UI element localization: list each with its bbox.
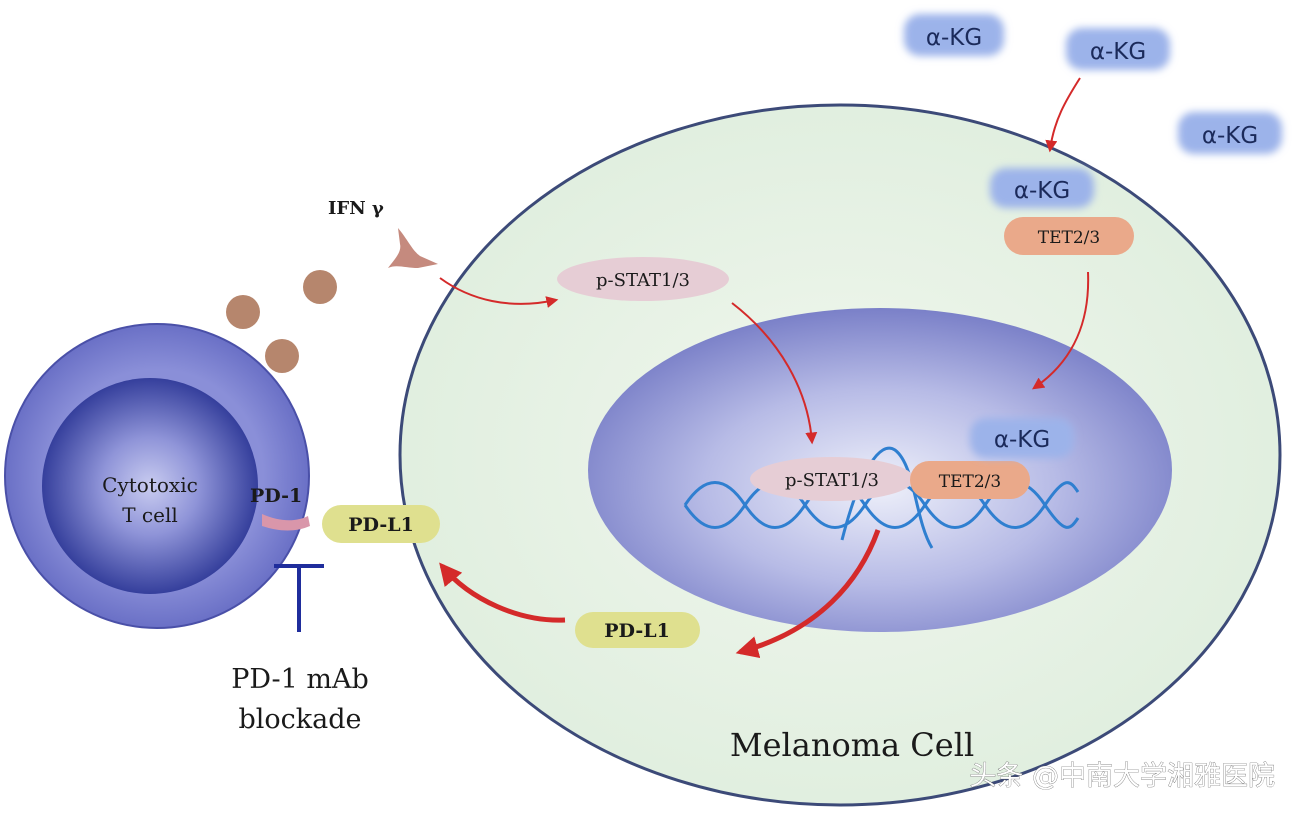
akg-nuc-label: α-KG	[994, 427, 1050, 453]
akg-label: α-KG	[1090, 39, 1146, 65]
arrow-dna-to-pdl1	[735, 529, 881, 659]
arrow-pdl1-to-surface	[439, 562, 566, 623]
akg-label: α-KG	[1202, 123, 1258, 149]
blockade-label-line2: blockade	[238, 704, 361, 735]
p-stat-nuc-label: p-STAT1/3	[785, 470, 879, 491]
t-cell-inner	[42, 378, 258, 594]
ifn-gamma-label: IFN γ	[328, 198, 384, 219]
arrow-ifn-to-pstat	[439, 277, 559, 308]
t-cell-label-line2: T cell	[122, 503, 178, 527]
akg-label: α-KG	[926, 25, 982, 51]
pdl1-surface-label: PD-L1	[348, 514, 414, 536]
arrow-pstat-to-nucleus	[731, 302, 818, 445]
ifn-gamma-dot	[226, 295, 260, 329]
pd1-label: PD-1	[250, 485, 302, 507]
pdl1-surface-pill	[322, 505, 440, 543]
p-stat-cyto-pill	[557, 257, 729, 301]
tet-nuc-label: TET2/3	[939, 472, 1001, 492]
arrow-tet-to-nucleus	[1032, 271, 1090, 390]
pdl1-arrows	[439, 529, 881, 659]
pdl1-cyto-pill	[575, 612, 700, 648]
ifn-gamma-dot	[265, 339, 299, 373]
tet-cyto-label: TET2/3	[1038, 228, 1100, 248]
blockade-inhibition-icon	[274, 564, 324, 632]
pd1-receptor-icon	[262, 514, 310, 531]
melanoma-cell-label: Melanoma Cell	[730, 726, 974, 764]
akg-label: α-KG	[1014, 178, 1070, 204]
tet-nuc-pill	[910, 461, 1030, 499]
arrow-akg-in	[1045, 77, 1081, 153]
p-stat-cyto-label: p-STAT1/3	[596, 270, 690, 291]
ifn-receptor-icon	[388, 228, 438, 268]
ifn-gamma-dot	[303, 270, 337, 304]
pdl1-cyto-label: PD-L1	[604, 620, 670, 642]
blockade-label-line1: PD-1 mAb	[231, 664, 369, 695]
tet-cyto-pill	[1004, 217, 1134, 255]
signaling-arrows	[439, 77, 1090, 445]
t-cell-label-line1: Cytotoxic	[102, 473, 198, 497]
p-stat-nuc-pill	[750, 457, 914, 501]
akg-glows	[904, 14, 1282, 458]
watermark: 头条 @中南大学湘雅医院	[969, 761, 1275, 792]
